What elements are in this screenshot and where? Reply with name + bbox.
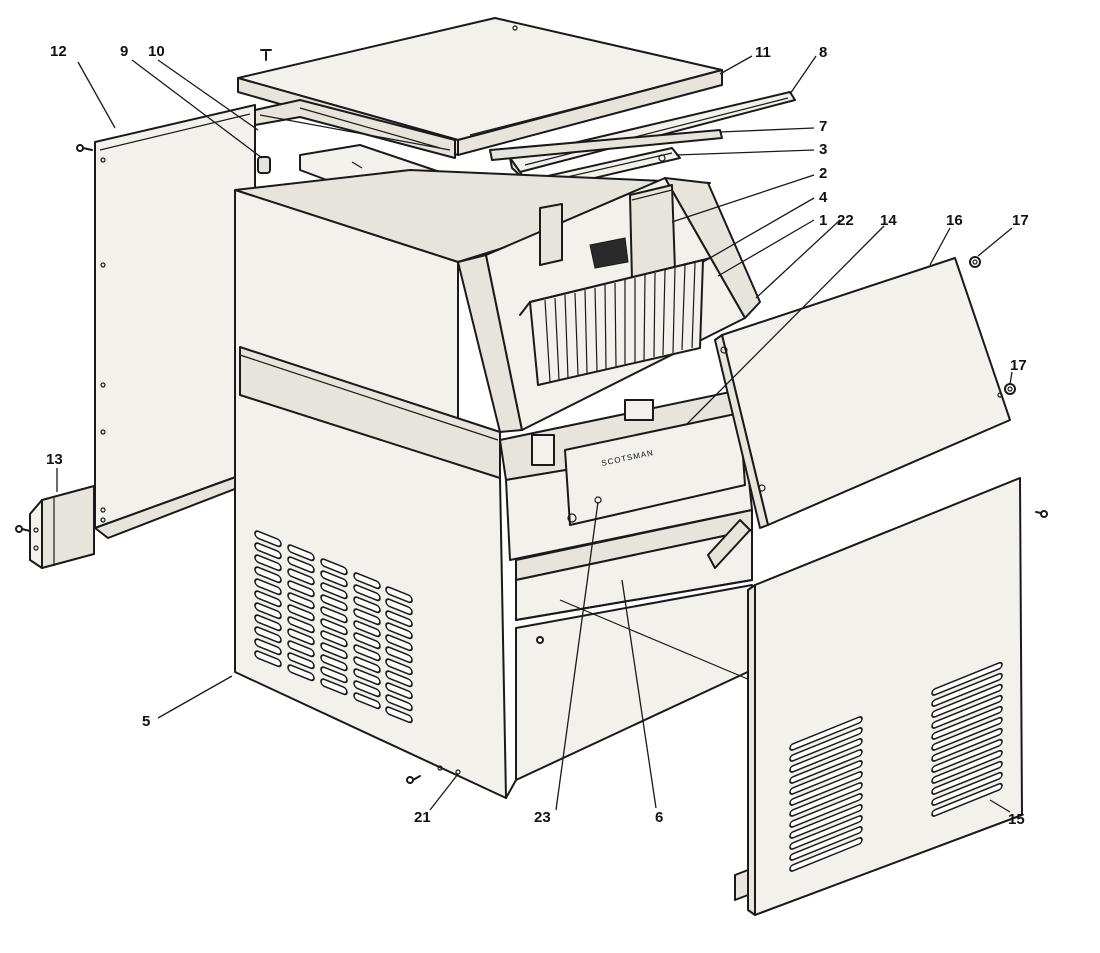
callout-23: 23	[534, 809, 551, 826]
part-16-upper-door	[714, 256, 1016, 529]
callout-8: 8	[819, 44, 827, 61]
callout-14: 14	[880, 212, 897, 229]
callout-5: 5	[142, 713, 150, 730]
part-7-rail	[489, 129, 723, 161]
leader-lines	[56, 55, 1013, 813]
callout-7: 7	[819, 118, 827, 135]
callout-10: 10	[148, 43, 165, 60]
callout-4: 4	[819, 189, 828, 206]
callout-13: 13	[46, 451, 63, 468]
callout-1: 1	[819, 212, 827, 229]
callout-22: 22	[837, 212, 854, 229]
callout-17-lower: 17	[1010, 357, 1027, 374]
part-23-nameplate: SCOTSMAN	[564, 412, 746, 526]
callout-21: 21	[414, 809, 431, 826]
front-panel-louvers	[789, 661, 1003, 872]
cabinet-side-louvers	[254, 530, 461, 784]
callout-6: 6	[655, 809, 663, 826]
callout-3: 3	[819, 141, 827, 158]
callout-2: 2	[819, 165, 827, 182]
callout-9: 9	[120, 43, 128, 60]
part-13-bottom-bracket	[15, 485, 95, 569]
part-10-rear-strip	[254, 99, 456, 159]
callout-labels: 12 9 10 11 8 7 3 2 4 1 22 14 16 17 17 13…	[46, 43, 1029, 828]
part-12-left-side-panel	[76, 104, 259, 539]
callout-11: 11	[755, 44, 771, 61]
callout-17-upper: 17	[1012, 212, 1029, 229]
part-4-evaporator	[519, 257, 711, 386]
callout-15: 15	[1008, 811, 1025, 828]
callout-16: 16	[946, 212, 963, 229]
callout-12: 12	[50, 43, 67, 60]
